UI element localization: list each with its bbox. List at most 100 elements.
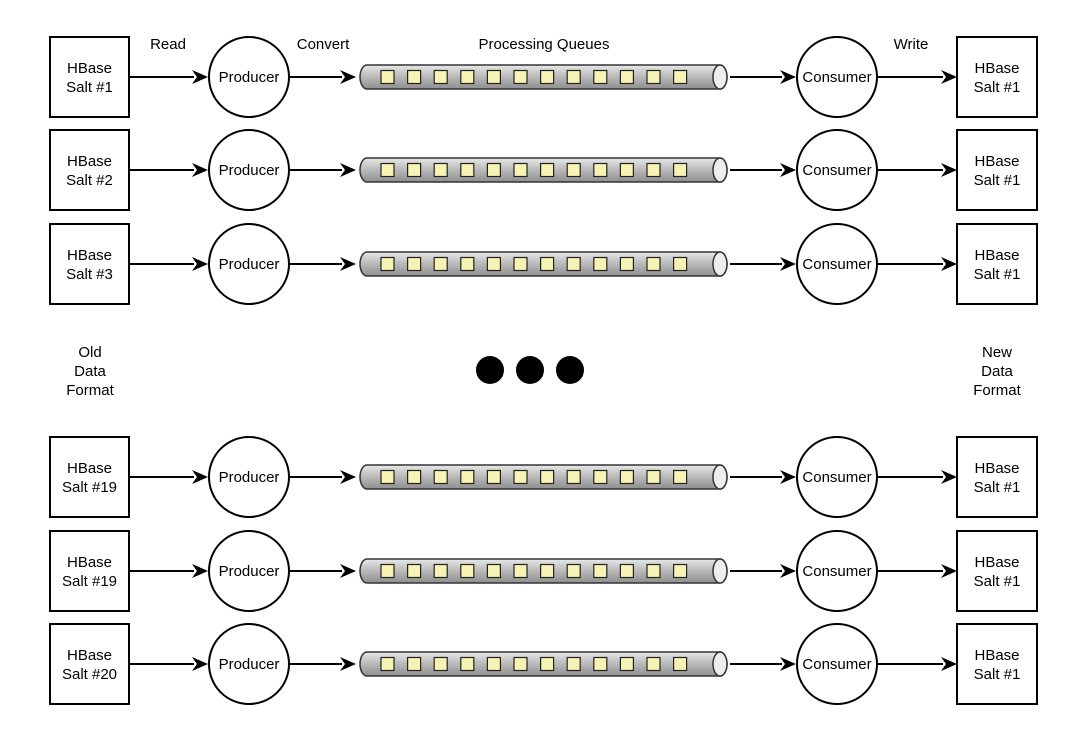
target-box-label-line-2: Salt #1 — [974, 172, 1021, 189]
arrow-head — [780, 470, 796, 484]
convert-arrow — [290, 257, 356, 271]
write-arrow — [877, 470, 957, 484]
queue-slot — [513, 656, 528, 672]
target-box-label-line-2: Salt #1 — [974, 479, 1021, 496]
arrow-head — [192, 257, 208, 271]
source-box-label-line-2: Salt #19 — [62, 573, 117, 590]
arrow-head — [340, 564, 356, 578]
dequeue-arrow — [730, 163, 796, 177]
ellipsis-dots — [476, 356, 584, 384]
target-box-frame — [956, 623, 1038, 705]
write-arrow — [877, 657, 957, 671]
arrow-head — [941, 163, 957, 177]
queue-slot — [407, 256, 422, 272]
new-data-format-label: New Data Format — [973, 344, 1021, 399]
queue-slot — [460, 656, 475, 672]
queue-slot — [539, 256, 555, 272]
queue-slot — [486, 656, 501, 672]
source-box-frame — [49, 129, 130, 211]
header-processing-queues: Processing Queues — [479, 36, 610, 53]
queue-slot — [486, 69, 501, 85]
queue-slot — [672, 469, 688, 485]
consumer-node: Consumer — [796, 436, 878, 518]
source-box-label-line-1: HBase — [67, 60, 112, 77]
dequeue-arrow — [730, 657, 796, 671]
queue-tube-end — [712, 464, 728, 490]
arrow-head — [941, 257, 957, 271]
target-box-frame — [956, 129, 1038, 211]
side-label-line: Old — [78, 344, 101, 361]
queue-slot — [433, 162, 448, 178]
target-box-label-line-2: Salt #1 — [974, 266, 1021, 283]
target-box-label-line-1: HBase — [974, 647, 1019, 664]
old-data-format-label: Old Data Format — [66, 344, 114, 399]
producer-label: Producer — [219, 256, 280, 273]
read-arrow — [130, 257, 208, 271]
arrow-head — [941, 564, 957, 578]
queue-slot — [380, 469, 395, 485]
producer-label: Producer — [219, 69, 280, 86]
dequeue-arrow — [730, 257, 796, 271]
consumer-node: Consumer — [796, 623, 878, 705]
queue-slot — [513, 256, 528, 272]
queue-slot — [460, 256, 475, 272]
queue-slot — [460, 69, 475, 85]
queue-slot — [646, 563, 661, 579]
source-box-label-line-2: Salt #19 — [62, 479, 117, 496]
producer-circle — [208, 223, 290, 305]
queue-slot — [593, 563, 608, 579]
arrow-head — [192, 657, 208, 671]
producer-node: Producer — [208, 129, 290, 211]
queue-tube-end — [712, 251, 728, 277]
producer-circle — [208, 129, 290, 211]
queue-slot — [380, 69, 395, 85]
queue-slot — [619, 69, 635, 85]
arrow-head — [192, 163, 208, 177]
producer-node: Producer — [208, 223, 290, 305]
consumer-label: Consumer — [802, 469, 871, 486]
side-label-line: New — [982, 344, 1012, 361]
source-box-label-line-2: Salt #20 — [62, 666, 117, 683]
queue-slot — [486, 469, 501, 485]
consumer-node: Consumer — [796, 36, 878, 118]
side-label-line: Format — [973, 382, 1021, 399]
queue-slot — [486, 162, 501, 178]
target-box-label-line-1: HBase — [974, 554, 1019, 571]
queue-slot — [513, 69, 528, 85]
read-arrow — [130, 470, 208, 484]
source-box-frame — [49, 623, 130, 705]
source-box-label-line-1: HBase — [67, 647, 112, 664]
queue-slot — [539, 162, 555, 178]
queue-slot — [619, 256, 635, 272]
arrow-head — [340, 163, 356, 177]
consumer-label: Consumer — [802, 256, 871, 273]
read-arrow — [130, 564, 208, 578]
queue-slot — [407, 69, 422, 85]
side-label-line: Format — [66, 382, 114, 399]
queue-tube-end — [712, 651, 728, 677]
source-box-frame — [49, 436, 130, 518]
producer-label: Producer — [219, 656, 280, 673]
target-box-label-line-2: Salt #1 — [974, 573, 1021, 590]
queue-slot — [433, 69, 448, 85]
queue-slot — [407, 563, 422, 579]
arrow-head — [780, 257, 796, 271]
queue-slot — [619, 162, 635, 178]
queue-slot — [513, 469, 528, 485]
arrow-head — [340, 257, 356, 271]
queue-tube-end — [712, 157, 728, 183]
dequeue-arrow — [730, 70, 796, 84]
queue-slot — [619, 656, 635, 672]
read-arrow — [130, 163, 208, 177]
queue-slot — [566, 563, 581, 579]
source-box-label-line-2: Salt #2 — [66, 172, 113, 189]
queue-slot — [672, 563, 688, 579]
target-box-label-line-2: Salt #1 — [974, 666, 1021, 683]
